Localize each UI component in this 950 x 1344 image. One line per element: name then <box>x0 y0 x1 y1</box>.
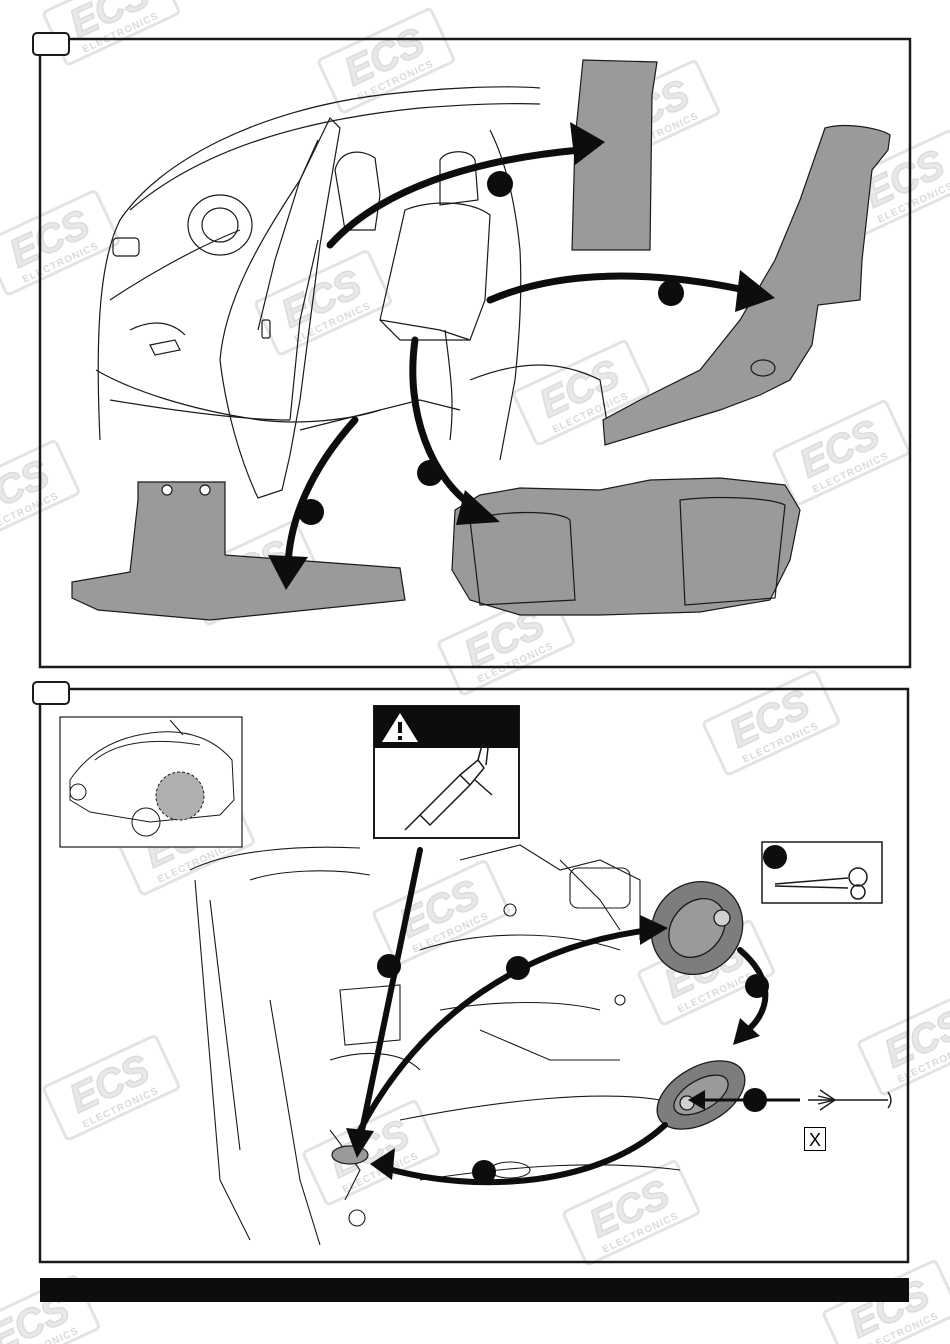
cable-bundle <box>808 1090 891 1110</box>
thumbnail-car <box>60 717 242 847</box>
highlight-area-icon <box>156 772 204 820</box>
warning-sealant-box <box>374 706 519 838</box>
arrow-grommet-to-hole <box>385 1125 665 1182</box>
scissors-box <box>762 842 882 903</box>
underbody-drawing <box>190 845 680 1245</box>
arrow-sealant-to-hole <box>360 850 420 1140</box>
step-tab-2 <box>33 682 69 704</box>
cable-label-x: X <box>804 1127 826 1151</box>
footer-bar <box>40 1278 909 1302</box>
